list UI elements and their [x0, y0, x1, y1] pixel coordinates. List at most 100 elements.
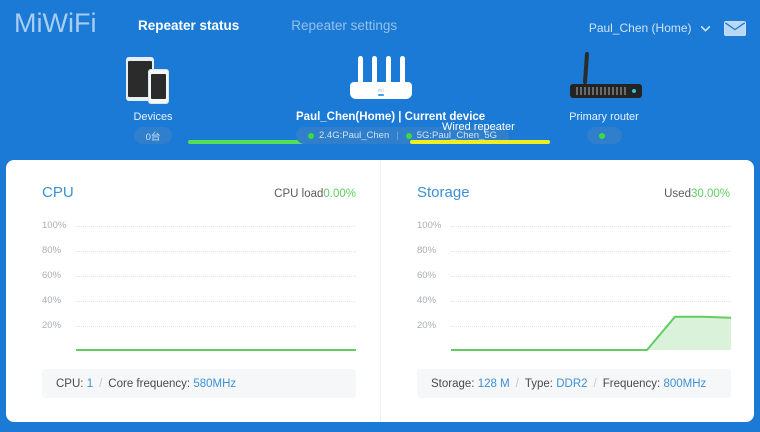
stats-panels: CPU CPU load0.00% 100% 80% 60%	[6, 160, 754, 422]
primary-router-vents	[576, 87, 626, 95]
cpu-ytick-20: 20%	[42, 320, 62, 331]
storage-used-label: Used	[664, 188, 691, 200]
miwifi-logo: MiWiFi	[14, 8, 97, 38]
primary-router-label: Primary router	[569, 111, 639, 123]
storage-panel-title: Storage	[417, 184, 470, 201]
primary-router-body	[570, 84, 642, 98]
storage-gridline-80: 80%	[417, 245, 731, 256]
antenna-4	[400, 56, 405, 84]
status-dot-24g	[308, 132, 314, 139]
storage-type-label: Type:	[524, 377, 553, 390]
stats-card: CPU CPU load0.00% 100% 80% 60%	[6, 160, 754, 422]
cpu-ytick-60: 60%	[42, 270, 62, 281]
storage-type-value: DDR2	[556, 377, 588, 390]
cpu-freq-label: Core frequency:	[108, 377, 191, 390]
storage-ytick-100: 100%	[417, 220, 442, 231]
cpu-panel-title: CPU	[42, 184, 74, 201]
storage-ytick-60: 60%	[417, 270, 437, 281]
router-status-led	[378, 94, 384, 96]
cpu-panel-header: CPU CPU load0.00%	[42, 184, 356, 206]
cpu-grid-20	[76, 326, 356, 327]
cpu-chart: 100% 80% 60% 40% 20%	[42, 218, 356, 352]
storage-ytick-80: 80%	[417, 245, 437, 256]
storage-panel: Storage Used30.00% 100% 80% 60%	[380, 160, 754, 422]
storage-used-stat: Used30.00%	[664, 188, 730, 200]
ssid-5g-text: 5G:Paul_Chen_5G	[416, 130, 497, 141]
cpu-gridline-60: 60%	[42, 270, 356, 281]
storage-footer-slash-2: /	[593, 377, 597, 390]
primary-antenna	[582, 51, 590, 85]
user-menu-button[interactable]: Paul_Chen (Home)	[588, 19, 711, 37]
storage-gridline-20: 20%	[417, 320, 731, 331]
cpu-load-stat: CPU load0.00%	[274, 188, 356, 200]
ssid-separator: |	[396, 130, 399, 141]
storage-freq-label: Frequency:	[602, 377, 661, 390]
primary-router-status-badge[interactable]	[586, 127, 622, 144]
network-topology: Devices 0台 mi Paul_Chen(Home) | Current …	[0, 50, 760, 160]
cpu-footer-slash-1: /	[99, 377, 103, 390]
storage-grid-100	[451, 226, 731, 227]
ssid-24g-text: 2.4G:Paul_Chen	[319, 130, 390, 141]
wired-repeater-label: Wired repeater	[442, 121, 515, 133]
storage-chart: 100% 80% 60% 40% 20%	[417, 218, 731, 352]
storage-gridline-40: 40%	[417, 295, 731, 306]
cpu-gridline-40: 40%	[42, 295, 356, 306]
antenna-3	[386, 56, 391, 84]
storage-ytick-20: 20%	[417, 320, 437, 331]
main-nav: Repeater status Repeater settings	[138, 18, 397, 33]
cpu-count-label: CPU:	[56, 377, 84, 390]
storage-grid-80	[451, 251, 731, 252]
cpu-grid-80	[76, 251, 356, 252]
cpu-grid-40	[76, 301, 356, 302]
storage-grid-40	[451, 301, 731, 302]
storage-ytick-40: 40%	[417, 295, 437, 306]
antenna-1	[358, 56, 363, 84]
cpu-gridline-80: 80%	[42, 245, 356, 256]
phone-icon	[148, 69, 169, 104]
storage-panel-header: Storage Used30.00%	[417, 184, 730, 206]
cpu-gridline-100: 100%	[42, 220, 356, 231]
topology-node-primary-router[interactable]: Primary router	[552, 51, 656, 144]
phone-screen	[151, 74, 166, 99]
cpu-panel: CPU CPU load0.00% 100% 80% 60%	[6, 160, 380, 422]
storage-area-series	[451, 315, 731, 351]
cpu-load-label: CPU load	[274, 188, 324, 200]
link-devices-to-repeater	[188, 140, 328, 144]
cpu-gridline-20: 20%	[42, 320, 356, 331]
storage-gridline-60: 60%	[417, 270, 731, 281]
cpu-area-series	[76, 349, 356, 351]
user-area: Paul_Chen (Home)	[589, 19, 746, 37]
status-dot-primary	[598, 132, 605, 139]
cpu-ytick-100: 100%	[42, 220, 67, 231]
chevron-down-icon[interactable]	[700, 24, 711, 35]
topology-node-current-device[interactable]: mi Paul_Chen(Home) | Current device 2.4G…	[296, 50, 509, 144]
cpu-load-value: 0.00%	[323, 188, 356, 200]
primary-router-icon	[552, 51, 656, 108]
cpu-grid-100	[76, 226, 356, 227]
status-dot-5g	[405, 132, 412, 139]
antenna-2	[372, 56, 377, 84]
cpu-ytick-80: 80%	[42, 245, 62, 256]
storage-size-value: 128 M	[477, 377, 510, 390]
cpu-count-value: 1	[86, 377, 94, 390]
router-body: mi	[350, 82, 412, 99]
tab-repeater-settings[interactable]: Repeater settings	[291, 18, 398, 33]
cpu-ytick-40: 40%	[42, 295, 62, 306]
storage-footer-slash-1: /	[515, 377, 519, 390]
devices-label: Devices	[133, 111, 173, 123]
user-name-label: Paul_Chen (Home)	[588, 21, 692, 35]
cpu-footer-info: CPU: 1 / Core frequency: 580MHz	[42, 369, 356, 398]
cpu-grid-60	[76, 276, 356, 277]
link-repeater-to-primary	[410, 140, 550, 144]
topology-node-devices[interactable]: Devices 0台	[104, 52, 202, 145]
storage-grid-60	[451, 276, 731, 277]
devices-count-text: 0台	[145, 131, 161, 143]
ssid-badge[interactable]: 2.4G:Paul_Chen | 5G:Paul_Chen_5G	[296, 127, 509, 144]
devices-count-badge[interactable]: 0台	[133, 127, 173, 144]
cpu-freq-value: 580MHz	[193, 377, 237, 390]
tab-repeater-status[interactable]: Repeater status	[138, 18, 240, 33]
current-device-label: Paul_Chen(Home) | Current device	[296, 111, 486, 123]
envelope-icon[interactable]	[724, 20, 746, 36]
app-header: MiWiFi Repeater status Repeater settings…	[0, 0, 760, 52]
mi-logo: mi	[377, 88, 385, 94]
